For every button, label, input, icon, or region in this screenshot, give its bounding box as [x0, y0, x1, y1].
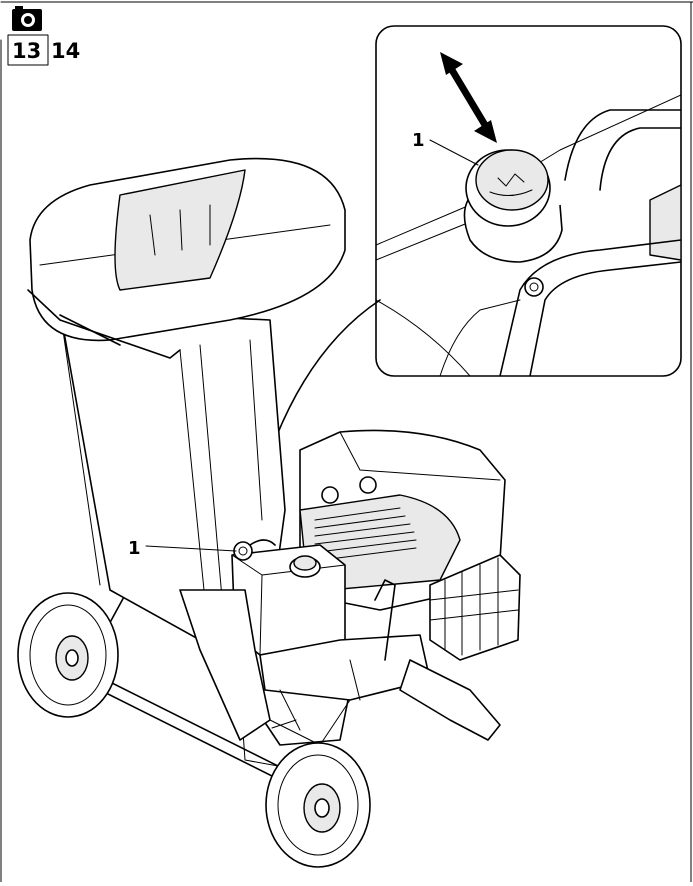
detail-callout-label: 1 — [412, 130, 425, 151]
figure-number: 14 — [51, 39, 80, 63]
figure-number-boxed: 13 — [12, 39, 41, 63]
right-wheel — [265, 742, 371, 868]
chipper-machine — [17, 157, 521, 868]
main-callout-label: 1 — [128, 538, 141, 559]
figure-number-box — [7, 34, 49, 66]
air-filter — [429, 554, 521, 661]
up-down-arrow-icon — [440, 52, 497, 143]
left-wheel — [17, 592, 119, 718]
engine-vents — [314, 507, 417, 561]
main-leader-line — [145, 545, 237, 552]
camera-icon — [12, 6, 42, 31]
detail-inset — [375, 25, 682, 377]
detail-leader-line — [429, 139, 479, 166]
